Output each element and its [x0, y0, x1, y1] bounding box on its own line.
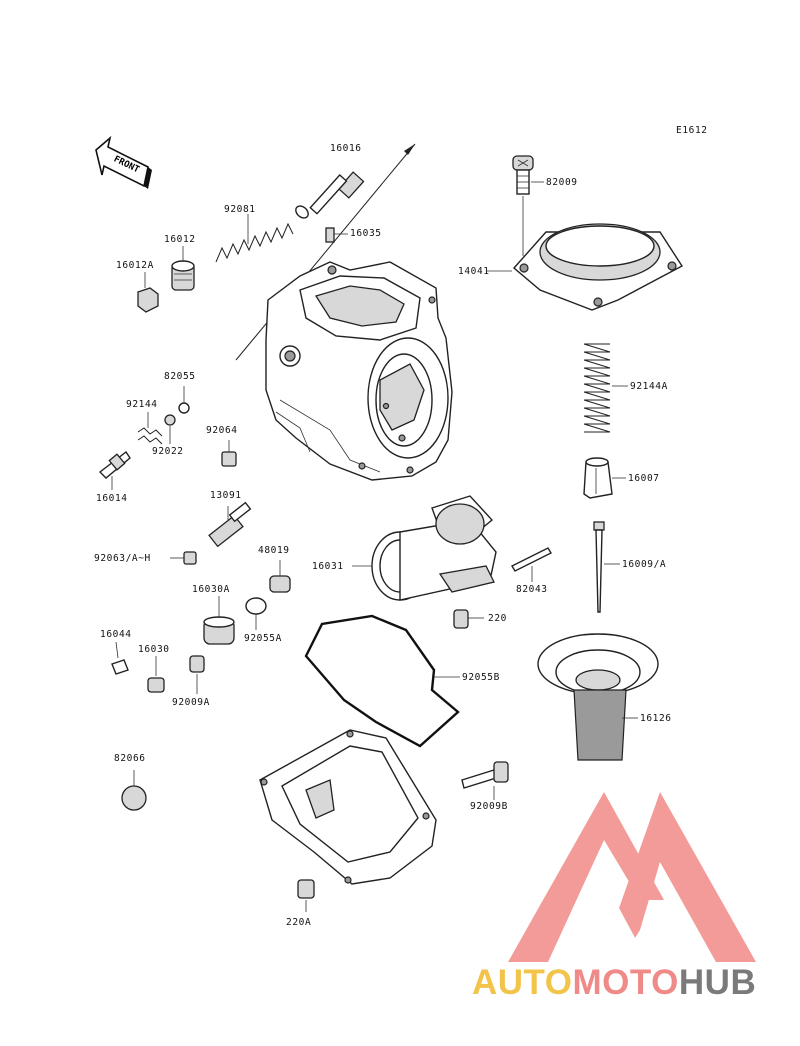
- part-16031: [352, 495, 497, 601]
- label-82043: 82043: [516, 584, 548, 595]
- label-92022: 92022: [152, 446, 184, 457]
- label-220A: 220A: [286, 917, 312, 928]
- watermark-auto: AUTO: [472, 963, 573, 1002]
- carburetor-body: [265, 261, 453, 481]
- label-16031: 16031: [312, 561, 344, 572]
- label-82066: 82066: [114, 753, 146, 764]
- label-13091: 13091: [210, 490, 242, 501]
- watermark-text: AUTOMOTOHUB: [472, 963, 756, 1003]
- part-48019: [269, 560, 291, 593]
- part-16030A: [203, 596, 235, 645]
- label-16014: 16014: [96, 493, 128, 504]
- part-82055-ring: [178, 386, 190, 414]
- part-92009B-screw: [461, 761, 509, 800]
- watermark-logo: [508, 792, 756, 962]
- part-16012: [171, 246, 195, 291]
- part-82066-plug: [121, 770, 147, 811]
- figure-code: E1612: [676, 125, 708, 136]
- part-14041-cover: [486, 223, 684, 311]
- float-bowl: [259, 729, 437, 885]
- label-16016: 16016: [330, 143, 362, 154]
- part-220A-screw: [297, 879, 315, 912]
- part-16044: [111, 641, 129, 675]
- label-16007: 16007: [628, 473, 660, 484]
- label-14041: 14041: [458, 266, 490, 277]
- part-92055A-ring: [245, 597, 267, 630]
- label-16035: 16035: [350, 228, 382, 239]
- watermark-moto: MOTO: [572, 963, 679, 1002]
- label-16030: 16030: [138, 644, 170, 655]
- label-92081: 92081: [224, 204, 256, 215]
- part-92063: [170, 551, 197, 565]
- label-16044: 16044: [100, 629, 132, 640]
- part-92022-washer: [164, 414, 176, 444]
- label-82055: 82055: [164, 371, 196, 382]
- part-220-screw: [453, 609, 484, 629]
- label-92055B: 92055B: [462, 672, 500, 683]
- label-92144A: 92144A: [630, 381, 668, 392]
- watermark-hub: HUB: [678, 963, 757, 1002]
- label-16012A: 16012A: [116, 260, 154, 271]
- part-92144-spring: [137, 412, 163, 445]
- part-92064: [221, 440, 237, 467]
- label-92009B: 92009B: [470, 801, 508, 812]
- part-92055B-gasket: [304, 614, 460, 748]
- label-16009: 16009/A: [622, 559, 667, 570]
- label-92009A: 92009A: [172, 697, 210, 708]
- part-92081-spring: [215, 214, 294, 263]
- part-16016: [235, 143, 416, 361]
- label-92063: 92063/A~H: [94, 553, 151, 564]
- part-82043-pin: [511, 547, 552, 582]
- label-220: 220: [488, 613, 507, 624]
- label-82009: 82009: [546, 177, 578, 188]
- label-48019: 48019: [258, 545, 290, 556]
- label-92144: 92144: [126, 399, 158, 410]
- part-92009A: [189, 655, 205, 694]
- label-16126: 16126: [640, 713, 672, 724]
- part-16012A: [137, 272, 159, 313]
- part-16030: [147, 656, 165, 693]
- part-16014: [98, 450, 131, 490]
- part-82009-screw: [512, 155, 544, 256]
- part-92144A-spring: [583, 343, 628, 433]
- front-arrow-icon: FRONT: [95, 135, 152, 189]
- part-16009-needle: [593, 521, 620, 613]
- part-16035: [325, 227, 348, 243]
- part-16126: [537, 633, 659, 761]
- label-16012: 16012: [164, 234, 196, 245]
- label-16030A: 16030A: [192, 584, 230, 595]
- part-16007-holder: [583, 457, 626, 499]
- label-92064: 92064: [206, 425, 238, 436]
- label-92055A: 92055A: [244, 633, 282, 644]
- part-13091: [208, 501, 252, 548]
